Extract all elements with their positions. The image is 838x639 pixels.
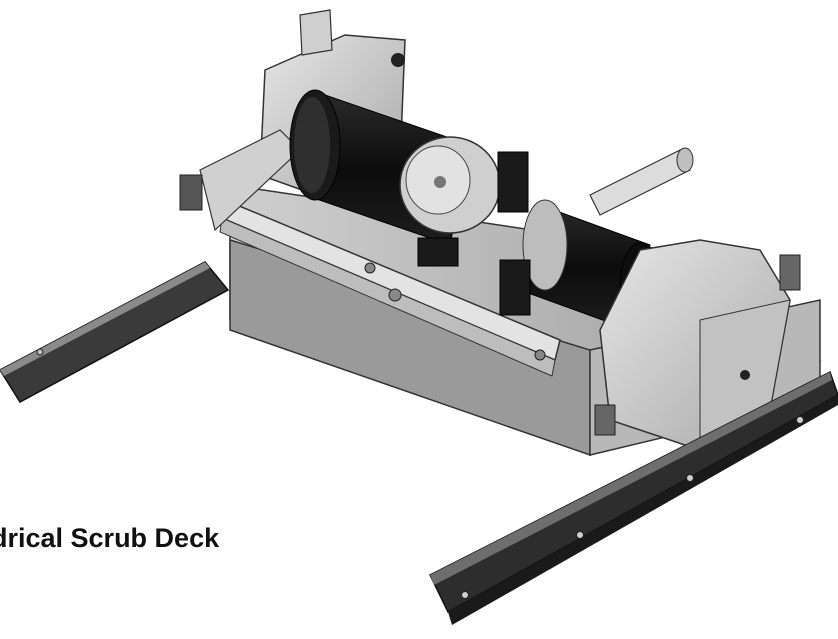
- drive-motor-hub: [399, 136, 529, 267]
- front-rail: [219, 198, 561, 377]
- right-end-housing: [594, 239, 801, 451]
- drive-shaft: [589, 147, 694, 216]
- right-squeegee-blade: [429, 370, 838, 625]
- left-squeegee-blade: [0, 261, 230, 403]
- caption-text: drical Scrub Deck: [0, 523, 220, 553]
